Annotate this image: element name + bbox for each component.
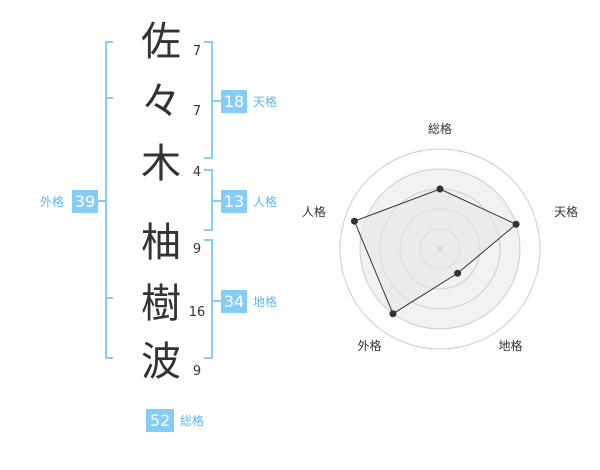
jinkaku-value: 13 (221, 190, 247, 213)
chikaku-label: 地格 (253, 295, 278, 309)
tenkaku-bracket (204, 41, 221, 159)
gaikaku-bracket (98, 41, 113, 359)
radar-series-polygon (353, 188, 518, 315)
name-char-4: 柚 (141, 220, 181, 266)
name-char-6: 波 (141, 339, 181, 385)
stroke-count-5: 16 (188, 305, 206, 320)
stroke-count-1: 7 (192, 44, 202, 59)
radar-axis-label-4: 外格 (357, 338, 381, 353)
radar-axis-label-2: 天格 (554, 204, 578, 219)
radar-point-5 (350, 217, 358, 225)
jinkaku-label: 人格 (253, 195, 278, 209)
radar-point-3 (454, 269, 462, 277)
name-char-2: 々 (141, 79, 181, 125)
name-char-1: 佐 (141, 19, 181, 65)
soukaku-value: 52 (146, 409, 174, 432)
stroke-count-2: 7 (192, 104, 202, 119)
jinkaku-bracket (204, 169, 221, 231)
stroke-count-3: 4 (192, 165, 202, 180)
radar-point-1 (436, 185, 444, 193)
gaikaku-label: 外格 (40, 195, 65, 209)
radar-axis-label-1: 総格 (428, 121, 452, 136)
radar-point-4 (389, 310, 397, 318)
radar-axis-label-3: 地格 (499, 338, 523, 353)
chikaku-value: 34 (221, 290, 247, 313)
tenkaku-value: 18 (221, 90, 247, 113)
radar-axis-label-5: 人格 (302, 204, 326, 219)
soukaku-label: 総格 (180, 414, 205, 428)
gaikaku-value: 39 (72, 190, 98, 213)
tenkaku-label: 天格 (253, 95, 278, 109)
name-char-5: 樹 (141, 281, 181, 327)
chikaku-bracket (204, 239, 221, 359)
stroke-count-4: 9 (192, 242, 202, 257)
radar-point-2 (512, 220, 520, 228)
name-char-3: 木 (141, 141, 181, 187)
stroke-count-6: 9 (192, 364, 202, 379)
